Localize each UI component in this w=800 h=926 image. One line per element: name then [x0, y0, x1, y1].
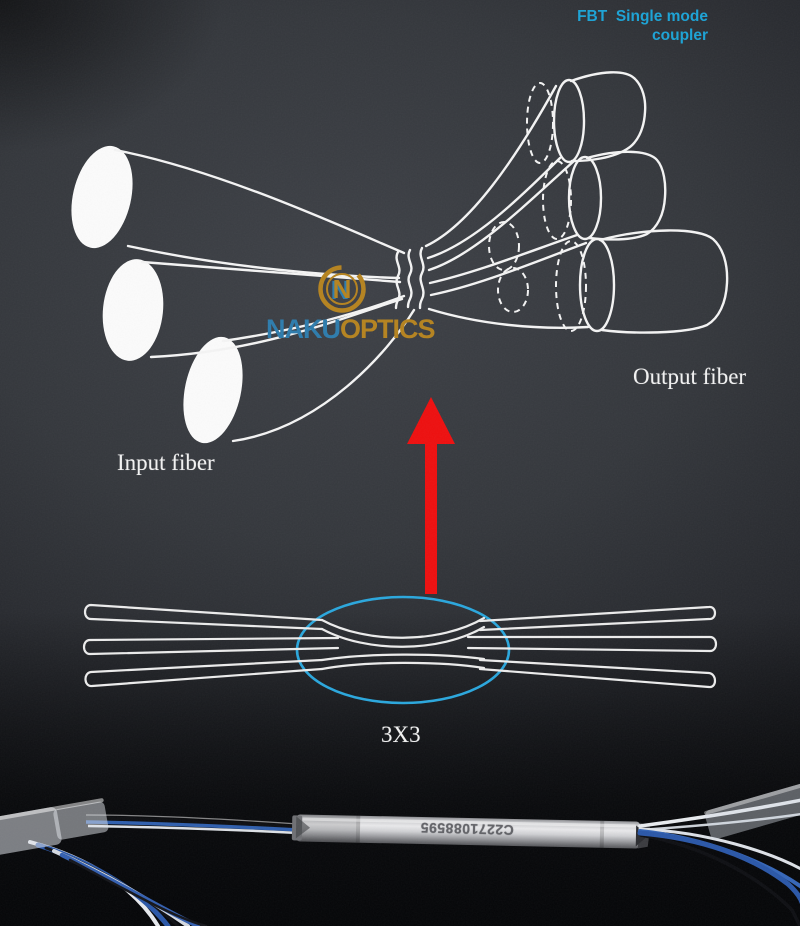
- schematic-label: 3X3: [381, 722, 421, 747]
- logo-name-right: OPTICS: [340, 314, 436, 344]
- watermark-logo: N: [314, 261, 370, 317]
- output-taper-lines: [424, 84, 590, 329]
- output-fiber-label: Output fiber: [633, 364, 747, 389]
- header-line2: coupler: [652, 27, 708, 44]
- fusion-zone-ellipse: [295, 595, 511, 705]
- input-fiber-end-faces: [71, 145, 243, 444]
- header-caption: FBT Single mode coupler: [577, 7, 708, 45]
- header-line1: FBT Single mode: [577, 8, 708, 25]
- logo-brand-name: NAKUOPTICS: [266, 314, 436, 345]
- schematic-left-fibers: [82, 603, 340, 688]
- schematic-right-fibers: [466, 605, 718, 689]
- output-fiber-cylinders: [552, 71, 729, 334]
- input-cable: [85, 814, 299, 835]
- fbt-coupler-drawing: [71, 71, 729, 444]
- input-fiber-label: Input fiber: [117, 450, 215, 475]
- left-fiber-bundle: [28, 840, 208, 926]
- schematic-3x3: [82, 595, 718, 705]
- right-sleeve: [704, 776, 800, 839]
- red-arrow: [407, 397, 455, 594]
- logo-monogram: N: [332, 273, 352, 304]
- tube-serial: C2271088595: [420, 819, 514, 839]
- coupler-photo: [0, 776, 800, 926]
- logo-name-left: NAKU: [266, 314, 341, 344]
- schematic-taper-curves: [320, 616, 486, 671]
